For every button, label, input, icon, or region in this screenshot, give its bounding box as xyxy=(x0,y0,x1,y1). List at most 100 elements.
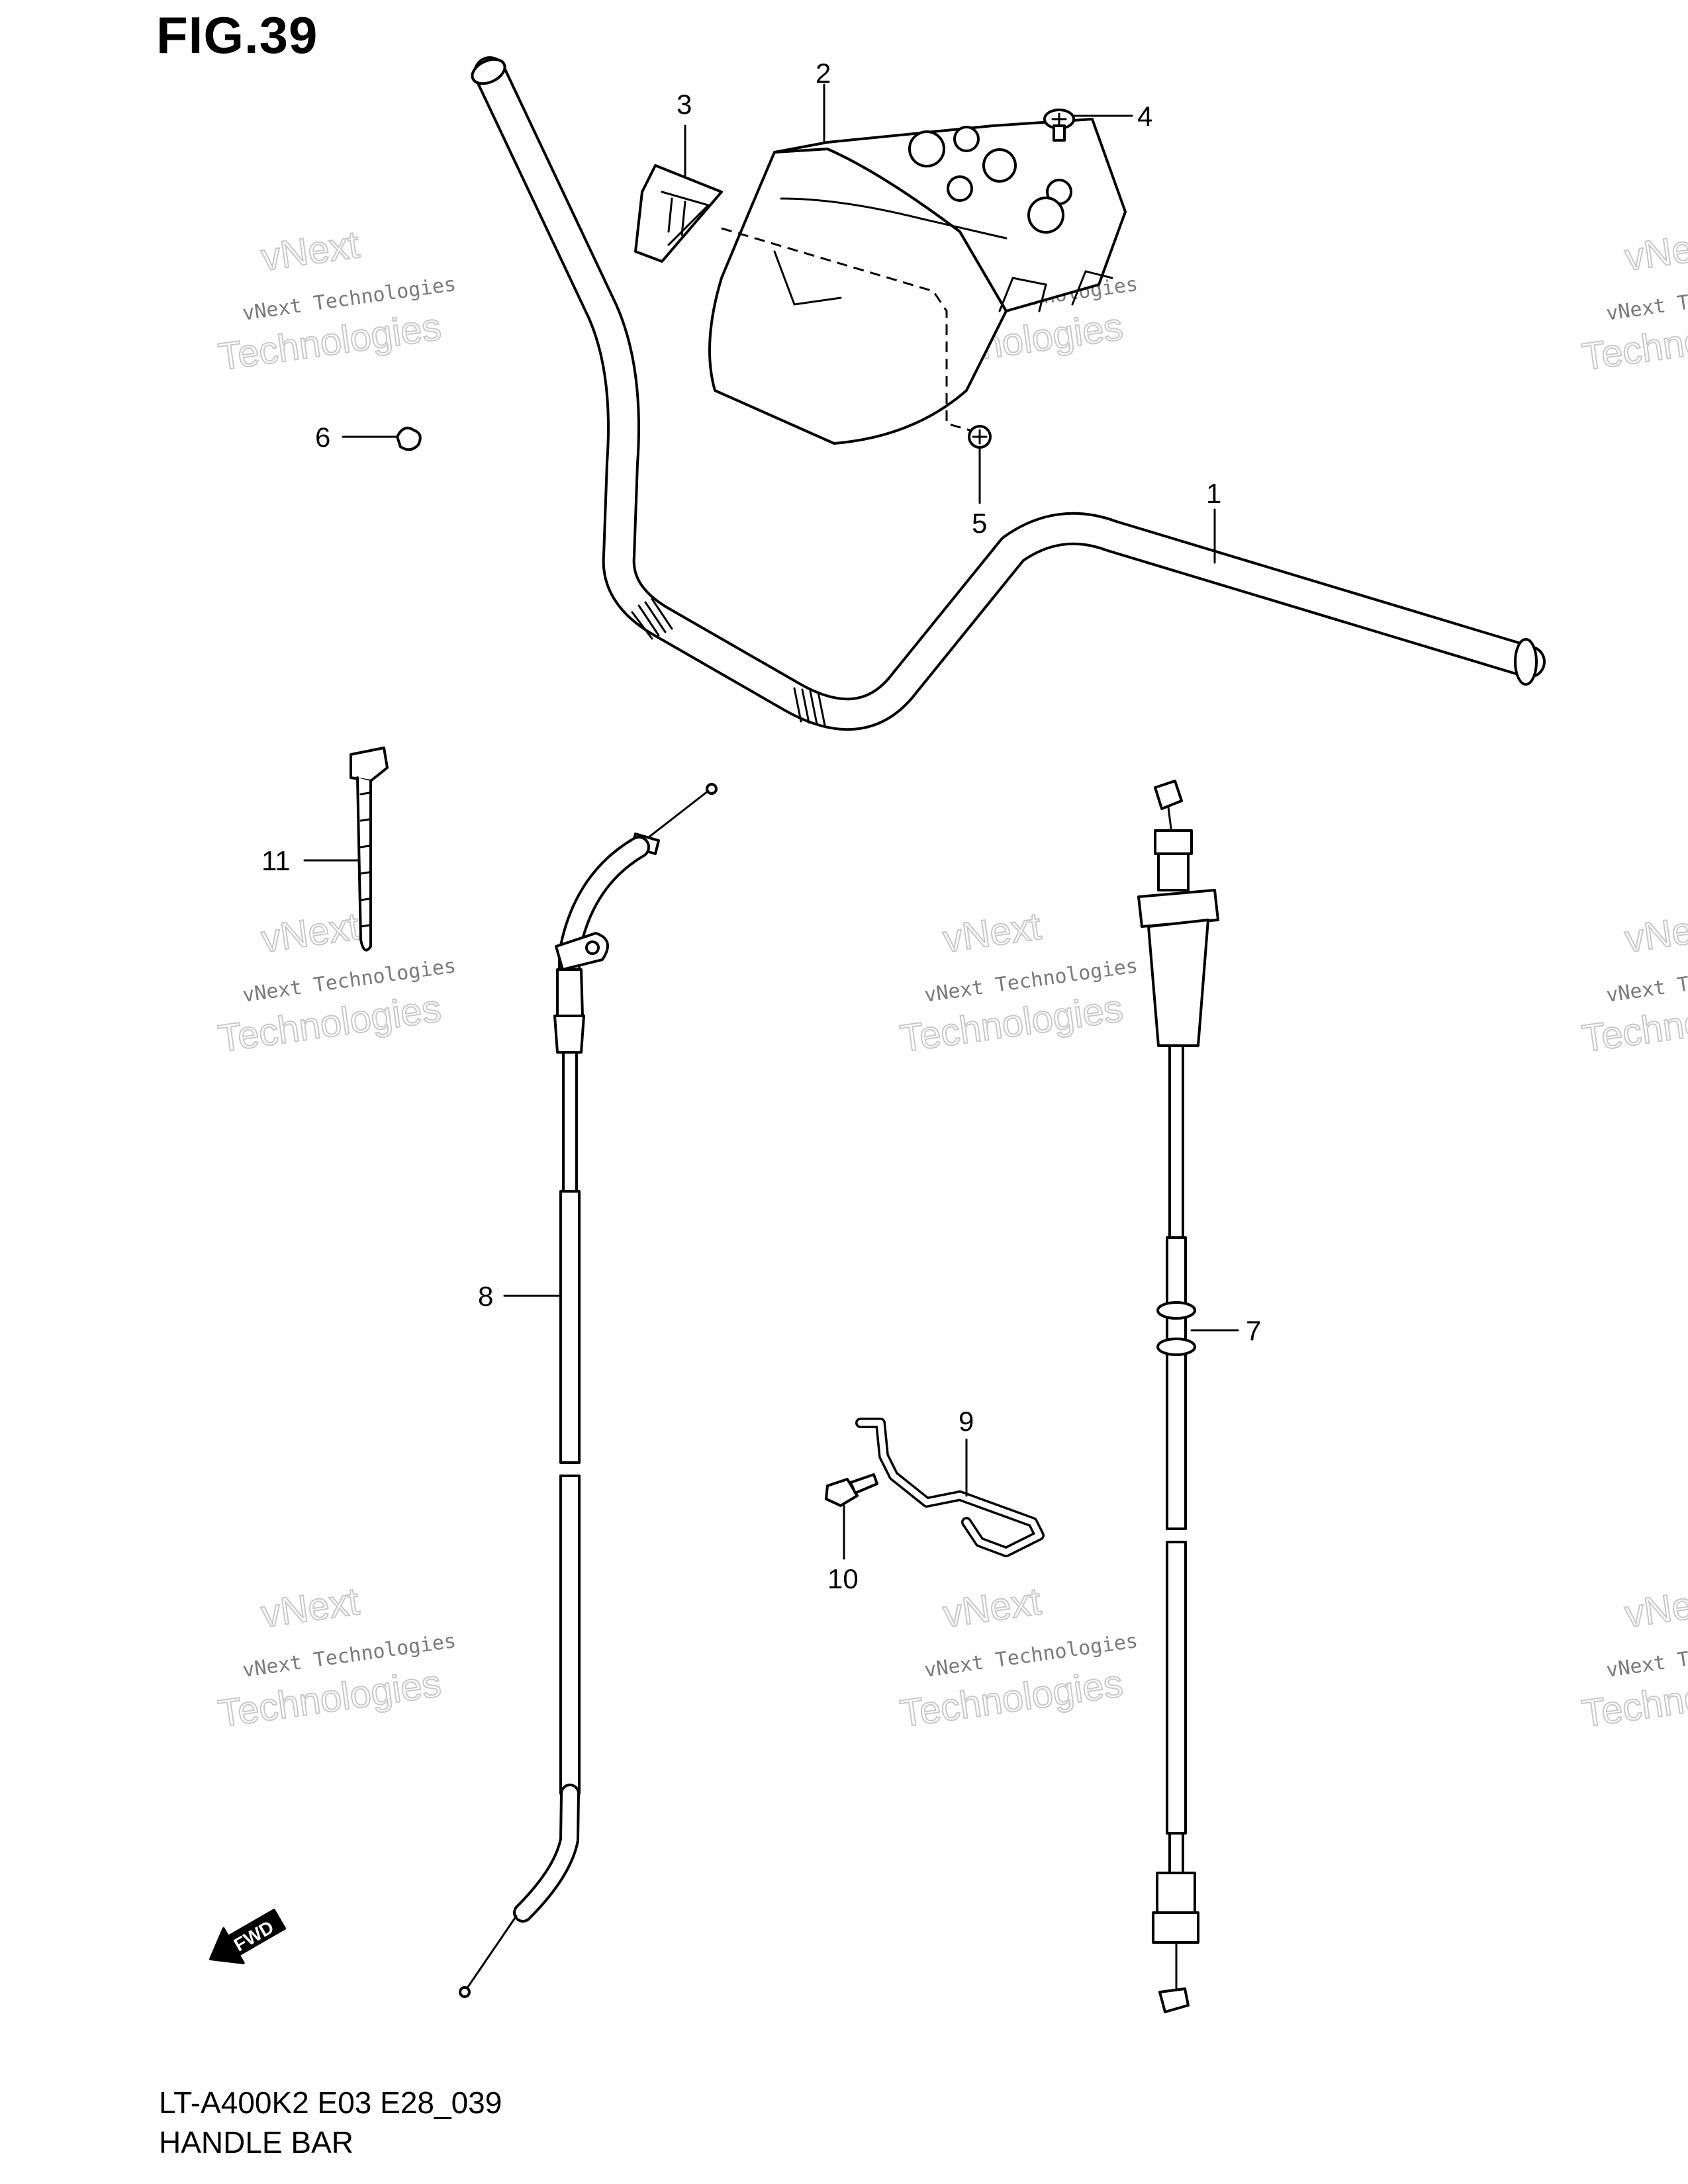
handlebar-cover-part xyxy=(708,118,1127,445)
cable-fitting-nut xyxy=(553,1015,585,1054)
watermark-brand: vNext xyxy=(259,905,362,961)
fwd-direction-marker: FWD xyxy=(209,1909,286,1964)
callout-10: 10 xyxy=(827,1563,859,1594)
cable-end-nipple xyxy=(706,783,718,795)
cable-end-barrel xyxy=(1154,780,1183,810)
cover-emblem-recess xyxy=(773,250,842,306)
clamp-head xyxy=(350,747,389,782)
knurled-grip-right xyxy=(793,687,826,727)
bolt-part xyxy=(825,1473,878,1507)
watermark-text: vNext Technologies xyxy=(1605,954,1688,1007)
clamp-strap xyxy=(356,776,372,952)
cable-grommet xyxy=(1156,1338,1196,1356)
callout-6: 6 xyxy=(315,422,330,453)
watermark-layer: vNext vNext Technologies Technologies vN… xyxy=(215,222,1688,1736)
cable-sheath xyxy=(559,1190,581,1464)
screw-cross-icon xyxy=(1051,113,1067,126)
bolt-head xyxy=(825,1478,859,1507)
emblem-mark xyxy=(667,197,686,236)
cable-sheath xyxy=(1166,1236,1187,1530)
cable-bend-lower-fill xyxy=(516,1786,577,1920)
watermark-brand: vNext xyxy=(1622,1580,1688,1636)
watermark-text: vNext Technologies xyxy=(1605,1629,1688,1682)
cover-mount-tab xyxy=(1071,270,1113,306)
cable-holder xyxy=(1137,889,1219,928)
cable-left-part xyxy=(459,783,718,1998)
cable-adjuster-threads xyxy=(1157,852,1190,891)
callout-7: 7 xyxy=(1246,1315,1261,1346)
clamp-part xyxy=(350,747,389,952)
clamp-teeth xyxy=(359,792,371,928)
cable-sheath xyxy=(559,1475,581,1795)
nut-cross-icon xyxy=(972,429,988,445)
watermark-text: vNext Technologies xyxy=(1605,273,1688,326)
cable-fitting-lower xyxy=(1156,1872,1196,1914)
callout-11: 11 xyxy=(261,845,291,876)
cable-boot xyxy=(1147,919,1209,1047)
callout-3: 3 xyxy=(677,89,692,120)
handlebar-tube-fill xyxy=(476,59,1543,729)
watermark: vNext vNext Technologies Technologies xyxy=(1579,904,1688,1061)
cover-top xyxy=(773,118,1127,312)
cable-adjuster xyxy=(1154,829,1193,855)
cable-end-nipple-lower xyxy=(459,1986,471,1998)
watermark: vNext vNext Technologies Technologies xyxy=(897,904,1139,1061)
model-code: LT-A400K2 E03 E28_039 xyxy=(159,2085,502,2120)
watermark: vNext vNext Technologies Technologies xyxy=(1579,1579,1688,1736)
emblem xyxy=(634,164,723,263)
watermark-brand: vNext xyxy=(1622,223,1688,279)
cable-end-barrel-lower xyxy=(1158,1987,1190,2013)
cable-guide-wire xyxy=(855,1418,1045,1557)
cover-hole xyxy=(1027,197,1064,234)
handlebar-part xyxy=(471,56,1546,731)
watermark-brand: vNext xyxy=(941,905,1044,961)
watermark: vNext vNext Technologies Technologies xyxy=(1579,222,1688,379)
callout-1: 1 xyxy=(1206,478,1221,509)
cable-fitting-nut-lower xyxy=(1152,1911,1199,1944)
watermark-brand: vNext xyxy=(941,1580,1044,1636)
assembly-line-emblem xyxy=(721,227,970,432)
figure-name: HANDLE BAR xyxy=(159,2125,353,2160)
cushion-part xyxy=(396,426,422,451)
watermark-brand: vNext xyxy=(259,1580,362,1636)
cable-sheath xyxy=(1166,1541,1187,1835)
cable-guide-wire-fill xyxy=(857,1420,1043,1555)
bolt-shank xyxy=(849,1473,878,1494)
cover-hole xyxy=(982,148,1017,183)
emblem-part xyxy=(634,164,723,263)
watermark: vNext vNext Technologies Technologies xyxy=(215,1579,457,1736)
leader-lines xyxy=(303,83,1239,1560)
cable-bracket-hole xyxy=(585,940,600,955)
cover-hole xyxy=(908,130,945,167)
cable-fitting xyxy=(556,968,584,1017)
handlebar-end-left xyxy=(471,58,506,85)
cover-crease xyxy=(780,197,1008,240)
cable-sheath xyxy=(1168,1832,1184,1874)
watermark: vNext vNext Technologies Technologies xyxy=(215,904,457,1061)
callout-5: 5 xyxy=(972,508,987,539)
cushion xyxy=(396,426,422,451)
callout-4: 4 xyxy=(1137,101,1152,132)
cable-sheath xyxy=(1168,1044,1184,1239)
watermark: vNext vNext Technologies Technologies xyxy=(897,1579,1139,1736)
callout-labels: 1 2 3 4 5 6 7 8 9 10 11 xyxy=(261,58,1261,1594)
callout-9: 9 xyxy=(959,1406,974,1437)
cable-end-wire-lower xyxy=(465,1915,518,1990)
figure-title: FIG.39 xyxy=(156,6,318,64)
watermark-brand: vNext xyxy=(259,223,362,279)
callout-2: 2 xyxy=(816,58,831,89)
cover-hole xyxy=(947,175,973,202)
cable-grommet xyxy=(1156,1301,1196,1320)
callout-8: 8 xyxy=(478,1281,493,1312)
screw-part xyxy=(1043,109,1075,142)
knurled-grip-left xyxy=(631,598,673,640)
watermark-brand: vNext xyxy=(1622,905,1688,961)
handlebar-end-right xyxy=(1514,638,1538,686)
nut-part xyxy=(968,425,992,449)
cover-hole xyxy=(953,126,980,152)
screw-shank xyxy=(1053,124,1066,142)
arrow-icon xyxy=(209,1909,286,1964)
cable-guide-part xyxy=(855,1418,1045,1557)
